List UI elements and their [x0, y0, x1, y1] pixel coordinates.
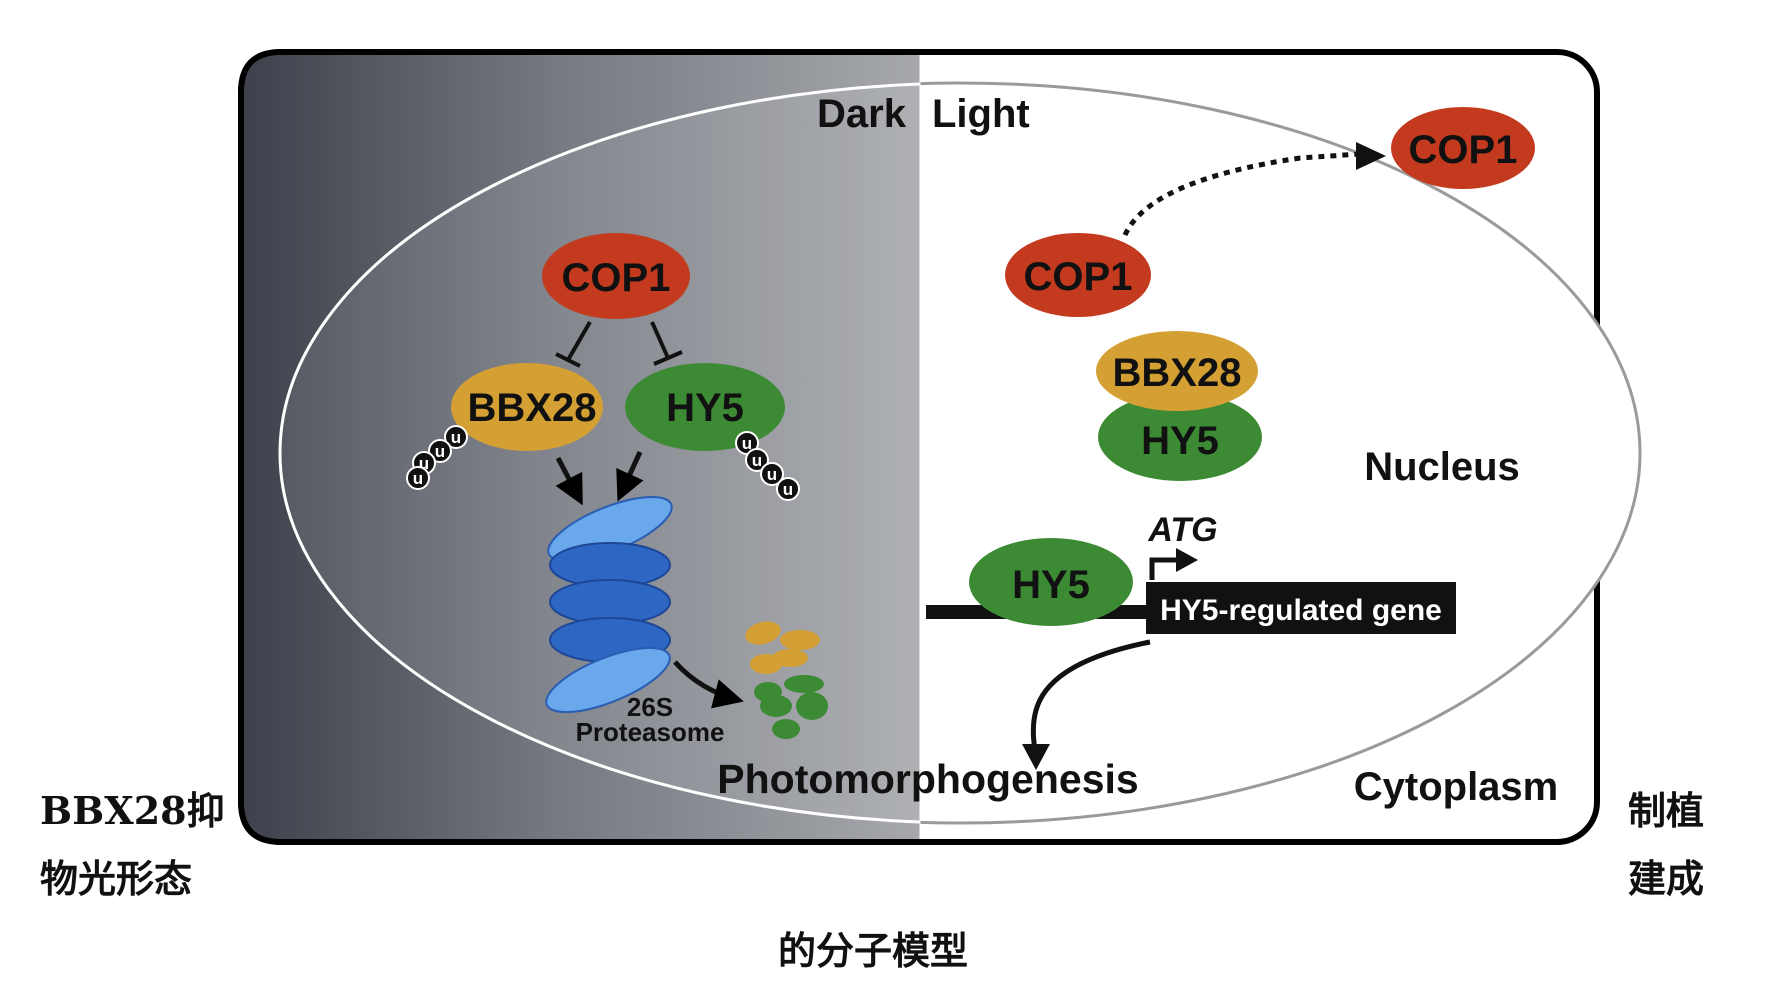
atg-label: ATG	[1147, 511, 1217, 549]
bbx28-dark	[451, 363, 603, 451]
bbx28-ubiquitin-chain: u u u u	[406, 425, 468, 490]
cop1-light-cytoplasm-label: COP1	[1409, 128, 1518, 172]
photomorphogenesis-label: Photomorphogenesis	[717, 756, 1138, 802]
ubiquitin-label: u	[783, 480, 793, 499]
cop1-inhibits-bbx28	[555, 320, 592, 368]
caption-left-line1: BBX28抑	[40, 788, 225, 833]
ubiquitin-label: u	[742, 434, 752, 453]
transcription-start-arrow	[1149, 557, 1178, 580]
bbx28-light	[1096, 331, 1258, 411]
hy5-on-dna-label: HY5	[1012, 563, 1090, 607]
degradation-arrow	[673, 660, 744, 709]
hy5-regulated-gene-box	[1146, 582, 1456, 634]
caption-right-line1: 制植	[1628, 788, 1705, 833]
proteasome-26s	[545, 495, 673, 714]
transcription-start-arrowhead	[1176, 548, 1198, 572]
cop1-dark-label: COP1	[562, 256, 671, 300]
ubiquitin-label: u	[413, 469, 423, 488]
cytoplasm-label: Cytoplasm	[1354, 765, 1559, 809]
proteasome-label-line2: Proteasome	[576, 717, 725, 747]
cop1-export-arrow	[1122, 151, 1361, 237]
ubiquitin-label: u	[767, 465, 777, 484]
hy5-light-complex	[1098, 393, 1262, 481]
bbx28-light-label: BBX28	[1113, 351, 1242, 395]
frame-left-edge	[238, 49, 920, 845]
hy5-on-dna	[969, 538, 1133, 626]
caption-right-line2: 建成	[1628, 856, 1705, 901]
hy5-ubiquitin-chain: u u u u	[735, 431, 800, 501]
hy5-light-complex-label: HY5	[1141, 419, 1219, 463]
cop1-inhibits-hy5	[650, 321, 683, 366]
hy5-regulated-gene-label: HY5-regulated gene	[1160, 594, 1442, 627]
proteasome-label-line1: 26S	[627, 692, 673, 722]
caption-left-line2: 物光形态	[40, 856, 193, 901]
bbx28-to-proteasome-arrow	[555, 456, 583, 506]
ubiquitin-label: u	[419, 454, 429, 473]
degraded-protein-fragments	[745, 621, 828, 739]
gene-to-photomorphogenesis-arrow	[1030, 639, 1151, 751]
cop1-export-arrowhead	[1356, 142, 1386, 170]
cop1-light-nucleus	[1005, 233, 1151, 317]
hy5-dark-label: HY5	[666, 386, 744, 430]
ubiquitin-label: u	[451, 428, 461, 447]
gene-to-photomorphogenesis-arrowhead	[1022, 744, 1050, 770]
ubiquitin-label: u	[435, 442, 445, 461]
cop1-light-cytoplasm	[1391, 107, 1535, 189]
hy5-dark	[625, 363, 785, 451]
nucleus-outline-dark	[278, 82, 920, 824]
cop1-dark	[542, 233, 690, 319]
header-dark: Dark	[817, 92, 907, 136]
header-light: Light	[932, 92, 1030, 136]
caption-bottom: 的分子模型	[778, 928, 969, 973]
hy5-to-proteasome-arrow	[616, 450, 644, 502]
bbx28-dark-label: BBX28	[468, 386, 597, 430]
cop1-light-nucleus-label: COP1	[1024, 255, 1133, 299]
nucleus-label: Nucleus	[1364, 445, 1520, 489]
ubiquitin-label: u	[752, 451, 762, 470]
